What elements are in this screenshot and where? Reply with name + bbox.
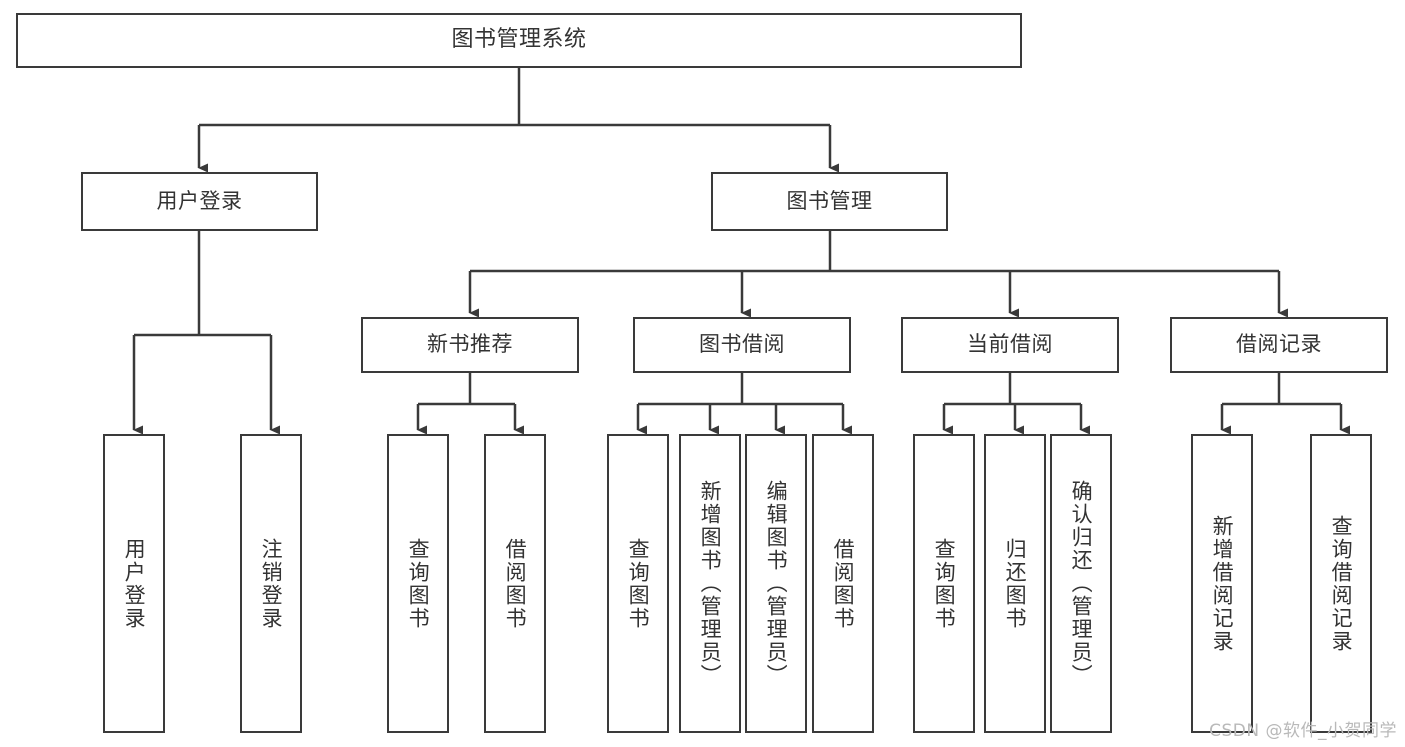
- node-leaf-add-book-admin[interactable]: 新增图书（管理员）: [679, 434, 741, 733]
- node-leaf-user-logout[interactable]: 注销登录: [240, 434, 302, 733]
- node-label: 用户登录: [122, 537, 147, 630]
- node-leaf-add-borrow-record[interactable]: 新增借阅记录: [1191, 434, 1253, 733]
- node-leaf-user-login[interactable]: 用户登录: [103, 434, 165, 733]
- node-label: 当前借阅: [967, 332, 1053, 357]
- node-leaf-query-book-current[interactable]: 查询图书: [913, 434, 975, 733]
- node-label: 新增借阅记录: [1210, 514, 1235, 653]
- node-leaf-return-book[interactable]: 归还图书: [984, 434, 1046, 733]
- node-leaf-query-book-borrow[interactable]: 查询图书: [607, 434, 669, 733]
- csdn-watermark: CSDN @软件_小贺同学: [1209, 721, 1397, 741]
- node-label: 确认归还（管理员）: [1069, 480, 1094, 687]
- node-label: 借阅记录: [1236, 332, 1322, 357]
- node-user-login[interactable]: 用户登录: [81, 172, 318, 231]
- node-leaf-borrow-book-recommend[interactable]: 借阅图书: [484, 434, 546, 733]
- node-label: 查询图书: [406, 537, 431, 630]
- node-leaf-borrow-book[interactable]: 借阅图书: [812, 434, 874, 733]
- node-label: 借阅图书: [503, 537, 528, 630]
- node-label: 查询借阅记录: [1329, 514, 1354, 653]
- node-label: 新增图书（管理员）: [698, 480, 723, 687]
- node-leaf-confirm-return-admin[interactable]: 确认归还（管理员）: [1050, 434, 1112, 733]
- node-label: 注销登录: [259, 537, 284, 630]
- node-root-book-management-system[interactable]: 图书管理系统: [16, 13, 1022, 68]
- node-label: 用户登录: [156, 188, 243, 213]
- node-label: 查询图书: [626, 537, 651, 630]
- node-borrow-record[interactable]: 借阅记录: [1170, 317, 1388, 373]
- node-label: 编辑图书（管理员）: [764, 480, 789, 687]
- node-leaf-edit-book-admin[interactable]: 编辑图书（管理员）: [745, 434, 807, 733]
- node-label: 图书管理: [786, 188, 873, 213]
- node-label: 借阅图书: [831, 537, 856, 630]
- node-label: 图书管理系统: [451, 27, 587, 53]
- node-book-borrow[interactable]: 图书借阅: [633, 317, 851, 373]
- node-book-manage[interactable]: 图书管理: [711, 172, 948, 231]
- node-leaf-query-book-recommend[interactable]: 查询图书: [387, 434, 449, 733]
- node-label: 查询图书: [932, 537, 957, 630]
- node-label: 图书借阅: [699, 332, 785, 357]
- node-current-borrow[interactable]: 当前借阅: [901, 317, 1119, 373]
- node-new-book-recommend[interactable]: 新书推荐: [361, 317, 579, 373]
- node-label: 归还图书: [1003, 537, 1028, 630]
- node-leaf-query-borrow-record[interactable]: 查询借阅记录: [1310, 434, 1372, 733]
- node-label: 新书推荐: [427, 332, 513, 357]
